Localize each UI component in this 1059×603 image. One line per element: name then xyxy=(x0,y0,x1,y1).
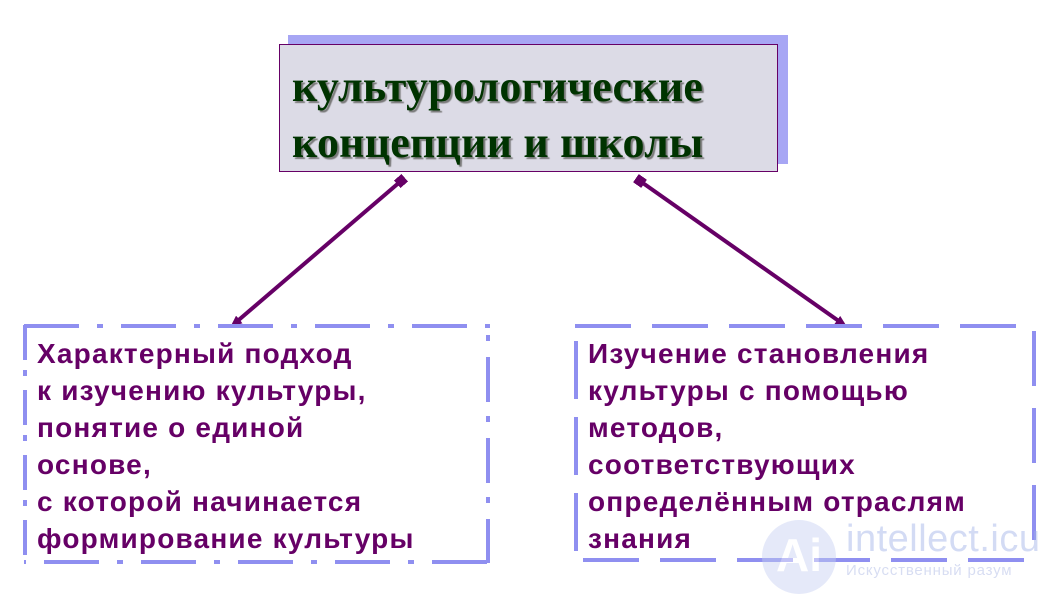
left-node-dashed-border xyxy=(23,324,490,564)
title-node: культурологические концепции и школы xyxy=(279,44,778,172)
title-text: культурологические концепции и школы xyxy=(292,62,704,167)
right-node-dashed-border xyxy=(574,324,1037,563)
arrow-to-right-node xyxy=(640,181,843,324)
right-node: Изучение становления культуры с помощью … xyxy=(573,323,1039,563)
left-node: Характерный подход к изучению культуры, … xyxy=(22,323,492,565)
right-node-text: Изучение становления культуры с помощью … xyxy=(588,338,967,554)
watermark-brand: intellect.icu xyxy=(846,518,1041,560)
watermark-tagline: Искусственный разум xyxy=(846,562,1013,579)
watermark: Ai intellect.icu Искусственный разум xyxy=(762,518,1052,598)
watermark-logo-icon xyxy=(762,520,836,594)
left-node-text: Характерный подход к изучению культуры, … xyxy=(37,338,415,554)
arrow-to-left-node xyxy=(234,181,401,324)
watermark-logo-text: Ai xyxy=(776,529,822,581)
